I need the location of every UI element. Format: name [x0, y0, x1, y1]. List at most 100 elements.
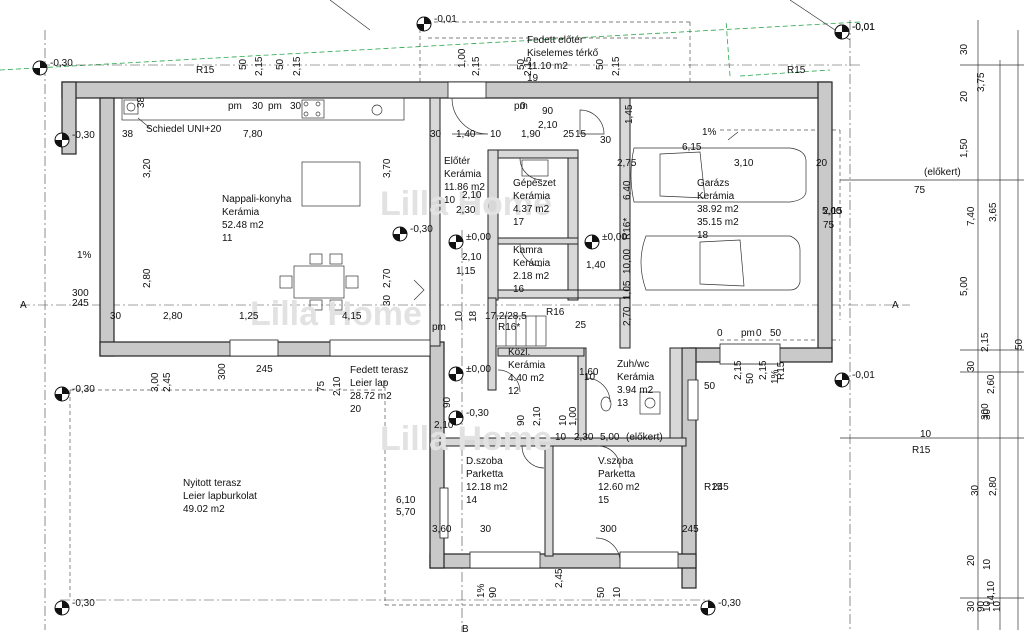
dimension-label: 30	[959, 43, 970, 55]
dimension-label: 1,25	[239, 311, 259, 322]
dimension-label: 2,30	[574, 432, 594, 443]
dimension-label: 25	[563, 129, 575, 140]
level-marker: -0,30	[700, 598, 741, 616]
dimension-label: pm	[741, 328, 755, 339]
room-gepeszet-area: 4.37 m2	[513, 204, 550, 215]
dimension-label: 3,75	[976, 72, 987, 92]
dimension-label: 5,00	[822, 206, 842, 217]
room-eloter: Előtér Kerámia 11.86 m2 10	[444, 156, 485, 206]
dimension-label: 2,70	[382, 268, 393, 288]
room-gepeszet-floor: Kerámia	[513, 191, 551, 202]
dimension-label: 300	[217, 363, 228, 380]
room-vszoba-name: V.szoba	[598, 456, 634, 467]
dimension-label: 4,15	[342, 311, 362, 322]
room-kozl-name: Közl.	[508, 347, 530, 358]
dimension-label: 10	[558, 414, 569, 426]
dimension-label: 1,40	[456, 129, 476, 140]
room-kozl: Közl. Kerámia 4.40 m2 12	[508, 347, 546, 397]
level-value: -0,01	[434, 14, 457, 25]
dimension-label: 20	[816, 158, 828, 169]
watermark-3: Lilla Home	[380, 420, 552, 458]
room-garazs-name: Garázs	[697, 178, 729, 189]
room-eloter-num: 10	[444, 195, 456, 206]
level-marker: -0,30	[448, 408, 489, 426]
dimension-label: 2,30	[456, 205, 476, 216]
room-eloter-area: 11.86 m2	[444, 182, 485, 193]
room-zuh-num: 13	[617, 398, 629, 409]
room-dszoba-num: 14	[466, 495, 478, 506]
room-kamra-name: Kamra	[513, 245, 543, 256]
right-dimension-chains	[840, 20, 1024, 630]
level-marker: -0,01	[416, 14, 457, 32]
dimension-label: 38	[122, 129, 134, 140]
dimension-label: 1,00	[457, 48, 468, 68]
room-nyitott-terasz-area: 49.02 m2	[183, 504, 225, 515]
level-value: -0,30	[718, 598, 741, 609]
level-value: -0,30	[410, 224, 433, 235]
dimension-label: R15	[196, 65, 215, 76]
dimension-label: 245	[72, 298, 89, 309]
dimension-label: R16	[546, 307, 565, 318]
dimension-label: 10	[612, 586, 623, 598]
room-vszoba-floor: Parketta	[598, 469, 636, 480]
dimension-label: 245	[256, 364, 273, 375]
level-marker: -0,01	[834, 22, 875, 40]
room-fedett-terasz: Fedett terasz Leier lap 28.72 m2 20	[350, 365, 408, 415]
dimension-label: 2,15	[254, 56, 265, 76]
interior-walls	[429, 97, 687, 557]
room-eloter-name: Előtér	[444, 156, 471, 167]
dimension-label: 30	[252, 101, 264, 112]
dimension-label: 245	[712, 482, 729, 493]
dimension-label: 3,65	[988, 202, 999, 222]
dimension-label: 10	[490, 129, 502, 140]
room-gepeszet-num: 17	[513, 217, 525, 228]
room-fedett-terasz-area: 28.72 m2	[350, 391, 392, 402]
dimension-label: 2,80	[163, 311, 183, 322]
room-kamra-area: 2.18 m2	[513, 271, 550, 282]
level-markers: -0,01-0,30±0,00±0,00±0,00-0,30-0,30-0,30…	[32, 14, 875, 616]
dimension-label: 14,10	[986, 581, 997, 606]
dimension-label: 20	[966, 554, 977, 566]
dimension-label: 75	[914, 185, 926, 196]
dimension-label: 2,10	[462, 252, 482, 263]
level-value: -0,01	[852, 22, 875, 33]
dimension-label: 5,70	[396, 507, 416, 518]
level-value: -0,30	[50, 58, 73, 69]
dimension-label: 7,80	[243, 129, 263, 140]
dimension-label: 30	[382, 294, 393, 306]
dimension-label: 90	[976, 600, 987, 612]
dimension-label: 30	[970, 484, 981, 496]
dimension-label: 3,20	[142, 158, 153, 178]
dimension-label: 2,15	[523, 56, 534, 76]
room-vszoba-num: 15	[598, 495, 610, 506]
dimension-label: R16*	[622, 218, 633, 240]
dimension-label: pm	[432, 322, 446, 333]
dimension-label: 15	[575, 129, 587, 140]
level-value: -0,30	[72, 598, 95, 609]
room-dszoba: D.szoba Parketta 12.18 m2 14	[466, 456, 508, 506]
dimension-label: R16*	[498, 322, 520, 333]
watermark-2: Lilla Home	[250, 295, 422, 333]
level-marker: -0,30	[54, 384, 95, 402]
dimension-label: 5,00	[600, 432, 620, 443]
dimension-label: 50	[704, 381, 716, 392]
room-kamra-num: 16	[513, 284, 525, 295]
level-value: -0,01	[852, 370, 875, 381]
dimension-label: 10	[584, 372, 596, 383]
dimension-label: 30	[966, 360, 977, 372]
room-gepeszet: Gépészet Kerámia 4.37 m2 17	[513, 178, 556, 228]
room-vszoba: V.szoba Parketta 12.60 m2 15	[598, 456, 640, 506]
dimension-label: 1,60	[579, 367, 599, 378]
chimney-label: Schiedel UNI+20	[146, 124, 222, 135]
dimension-label: 2,75	[617, 158, 637, 169]
dimension-label: 50	[596, 586, 607, 598]
level-value: -0,30	[72, 130, 95, 141]
dimension-label: 1%	[770, 369, 781, 384]
dimension-label: 50	[1014, 338, 1024, 350]
room-kozl-area: 4.40 m2	[508, 373, 545, 384]
dimension-label: 3,00	[150, 372, 161, 392]
furniture	[121, 97, 807, 415]
dimension-label: 1,40	[586, 260, 606, 271]
room-nappali: Nappali-konyha Kerámia 52.48 m2 11	[222, 194, 292, 244]
dimension-label: 2,60	[986, 374, 997, 394]
